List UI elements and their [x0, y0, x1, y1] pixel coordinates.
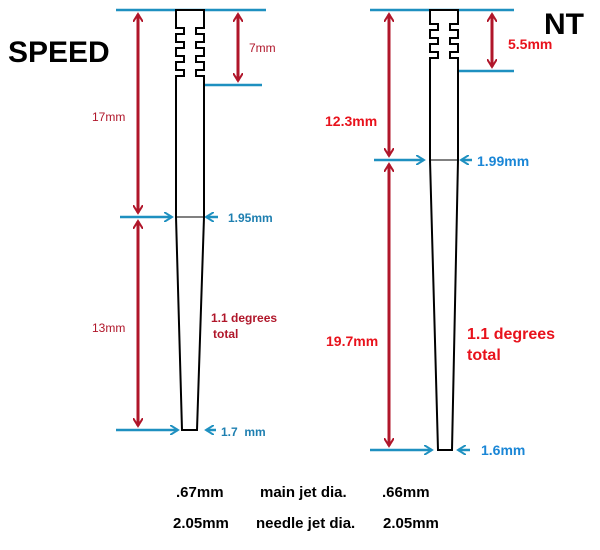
speed-needle-body: [175, 9, 205, 431]
needle-jet-label: needle jet dia.: [256, 515, 355, 532]
speed-taper-line1: 1.1 degrees: [211, 311, 277, 325]
nt-needle-group: NT 5.5mm 12.3mm 19.7mm 1.99mm 1.6mm 1.1 …: [325, 8, 584, 458]
nt-upper-length: 12.3mm: [325, 113, 377, 129]
needle-jet-speed: 2.05mm: [173, 515, 229, 532]
nt-tip-diameter: 1.6mm: [481, 442, 525, 458]
speed-tip-diameter: 1.7 mm: [221, 425, 266, 439]
main-jet-nt: .66mm: [382, 484, 430, 501]
needle-jet-nt: 2.05mm: [383, 515, 439, 532]
main-jet-speed: .67mm: [176, 484, 224, 501]
nt-groove-length: 5.5mm: [508, 36, 552, 52]
jet-comparison: .67mm main jet dia. .66mm 2.05mm needle …: [173, 484, 439, 532]
nt-title: NT: [544, 8, 584, 41]
speed-upper-length: 17mm: [92, 110, 125, 124]
nt-needle-body: [429, 9, 459, 451]
speed-mid-diameter: 1.95mm: [228, 211, 273, 225]
nt-taper-line1: 1.1 degrees: [467, 326, 555, 343]
nt-mid-diameter: 1.99mm: [477, 153, 529, 169]
nt-taper-line2: total: [467, 347, 501, 364]
speed-needle-group: SPEED 7mm 17mm 13mm 1.95mm 1.7 mm 1.1 de…: [8, 8, 277, 439]
speed-taper-line2: total: [213, 327, 238, 341]
speed-title: SPEED: [8, 36, 110, 69]
main-jet-label: main jet dia.: [260, 484, 347, 501]
speed-lower-length: 13mm: [92, 321, 125, 335]
speed-groove-length: 7mm: [249, 41, 276, 55]
nt-lower-length: 19.7mm: [326, 333, 378, 349]
